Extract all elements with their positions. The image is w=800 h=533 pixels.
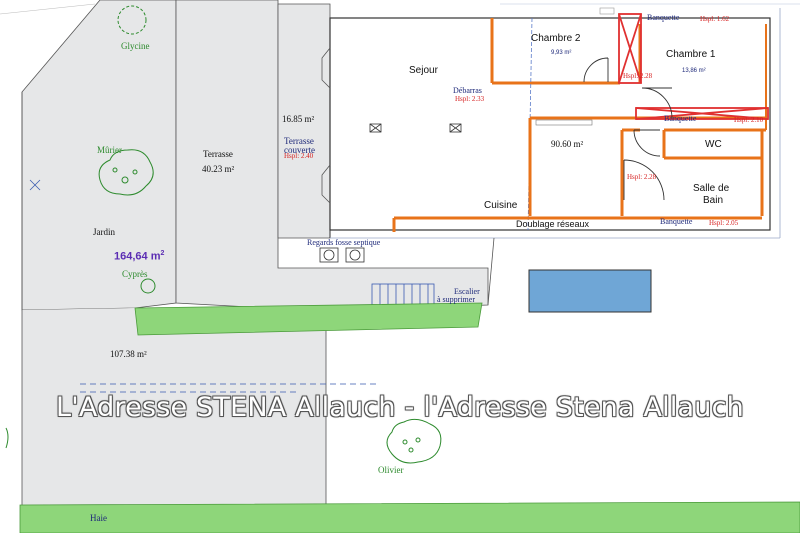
house-outline: [329, 17, 771, 231]
tree-murier: [98, 149, 154, 196]
label-banquette-bottom: Banquette: [660, 217, 693, 226]
label-chambre1: Chambre 1: [666, 49, 716, 60]
banquette-top-hspl: Hspl: 1.62: [700, 15, 730, 23]
lower-zone: [22, 308, 326, 533]
label-salle-2: Bain: [703, 195, 724, 206]
label-regards: Regards fosse septique: [307, 238, 381, 247]
label-terrasse-couverte-1: Terrasse: [284, 136, 314, 146]
chambre1-area: 13,86 m²: [682, 68, 706, 74]
chambre2-area: 9,93 m²: [551, 50, 572, 56]
label-cuisine: Cuisine: [484, 200, 518, 211]
terrasse-couverte-area: 16.85 m²: [282, 114, 315, 124]
lawn-strip-bottom: [19, 501, 800, 533]
label-cypres: Cyprès: [122, 269, 148, 279]
label-terrasse: Terrasse: [203, 149, 233, 159]
label-banquette-mid: Banquette: [664, 114, 697, 123]
window-markers: [321, 47, 331, 204]
label-terrasse-couverte-2: couverte: [284, 145, 315, 155]
banquette-mid-hspl: Hspl: 2.10: [734, 116, 764, 124]
tree-olivier: [386, 418, 442, 464]
label-sejour: Sejour: [409, 65, 438, 76]
label-wc: WC: [705, 139, 722, 150]
tree-cypres: [140, 278, 156, 294]
light-fixtures: [369, 123, 462, 133]
lower-area: 107.38 m²: [110, 349, 147, 359]
label-murier: Mûrier: [97, 145, 122, 155]
watermark: L'Adresse STENA Allauch - l'Adresse Sten…: [56, 392, 744, 423]
jardin-area: 164,64 m2: [114, 250, 165, 263]
pool: [528, 269, 652, 313]
label-salle-1: Salle de: [693, 183, 730, 194]
removed-walls: [618, 13, 769, 120]
hspl-mid: Hspl: 2.28: [623, 72, 653, 80]
main-area: 90.60 m²: [551, 139, 584, 149]
tree-glycine: [117, 5, 147, 35]
terrasse-area: 40.23 m²: [202, 164, 235, 174]
door-swings: [583, 57, 673, 201]
banquette-bottom-hspl: Hspl: 2.05: [709, 219, 739, 227]
label-escalier-1: Escalier: [454, 287, 480, 296]
label-haie: Haie: [90, 513, 107, 523]
hspl-bath: Hspl: 2.28: [627, 173, 657, 181]
septic-covers: [319, 247, 365, 263]
label-glycine: Glycine: [121, 41, 150, 51]
staircase: [371, 283, 435, 307]
debarras-hspl: Hspl: 2.33: [455, 95, 485, 103]
garden-zone: [21, 0, 177, 311]
label-doublage: Doublage réseaux: [516, 219, 590, 229]
label-debarras: Débarras: [453, 86, 482, 95]
label-escalier-2: à supprimer: [437, 295, 475, 304]
label-jardin: Jardin: [93, 227, 115, 237]
label-chambre2: Chambre 2: [531, 33, 581, 44]
terrasse-couverte-hspl: Hspl: 2.40: [284, 152, 314, 160]
lawn-strip-top: [134, 302, 483, 336]
label-olivier: Olivier: [378, 465, 404, 475]
label-banquette-top: Banquette: [647, 13, 680, 22]
